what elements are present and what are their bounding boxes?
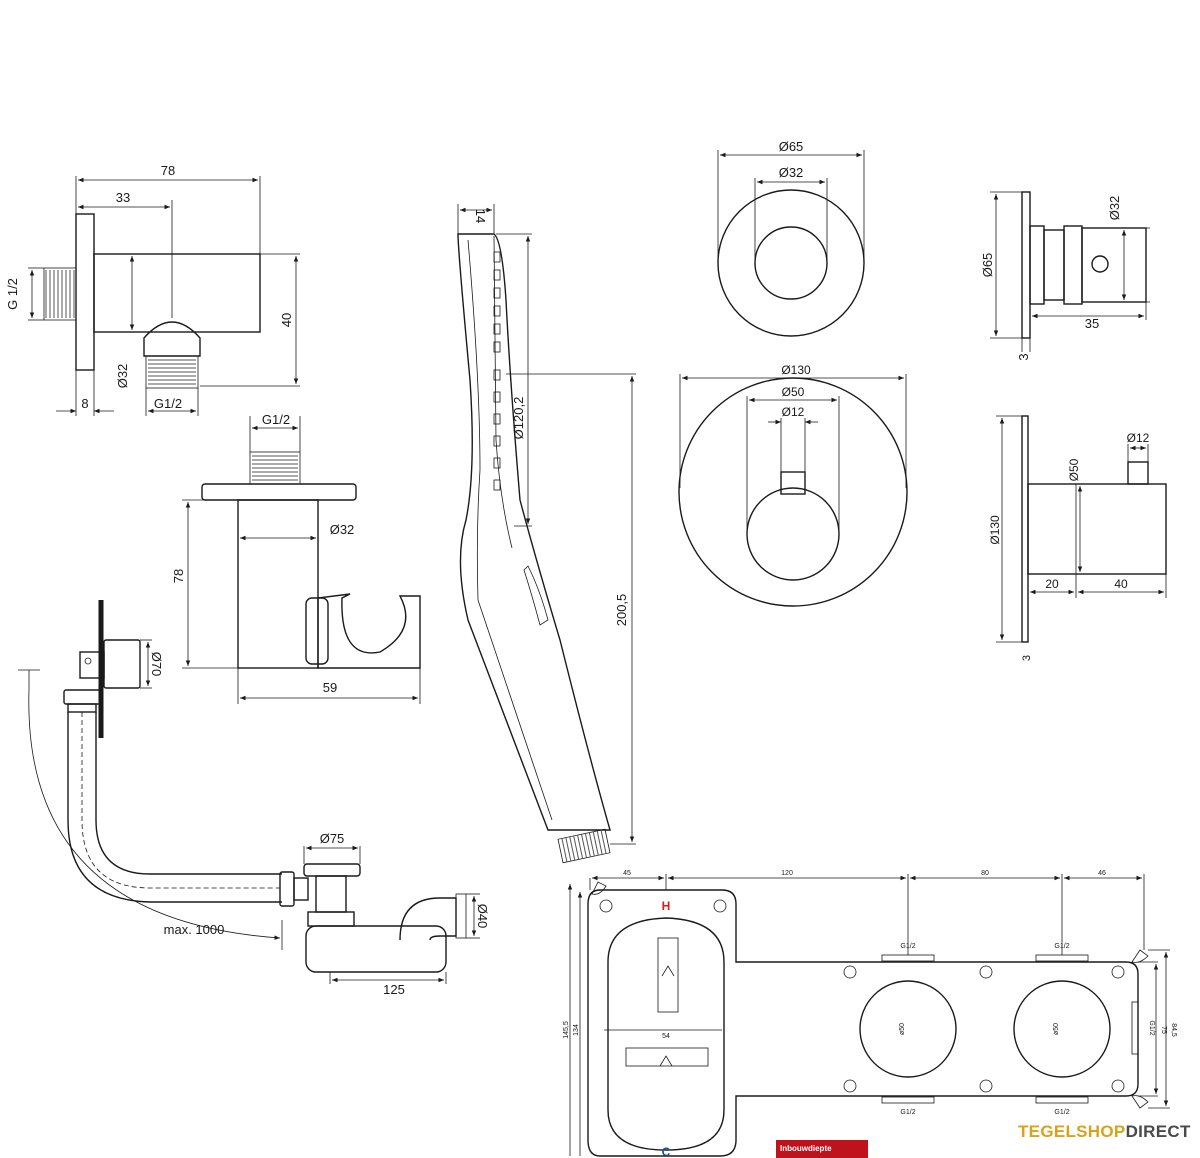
rosette-small-front: Ø65 Ø32 — [717, 139, 865, 337]
box-hot-label: H — [662, 899, 671, 913]
box-top-dim-3: 80 — [981, 870, 989, 877]
wc-thread-out-label: G1/2 — [154, 396, 182, 411]
rosette-large-side-plate-label: 3 — [1021, 655, 1033, 661]
shower-thread — [557, 828, 611, 864]
shower-tip-label: 14 — [473, 209, 488, 223]
rosette-large-side: Ø130 Ø50 Ø12 20 40 3 — [988, 415, 1167, 661]
rosette-small-side-plate-label: 3 — [1016, 353, 1031, 360]
wc-height-label: 40 — [279, 313, 294, 327]
rosette-large-front: Ø130 Ø50 Ø12 — [678, 363, 908, 607]
holder-drawing: G1/2 Ø32 78 59 — [171, 412, 421, 704]
rosette-large-side-a-label: 20 — [1045, 577, 1059, 591]
rosette-large-side-pin-label: Ø12 — [1127, 431, 1150, 445]
rosette-large-mid-label: Ø50 — [782, 385, 805, 399]
box-top-dim-4: 46 — [1098, 870, 1106, 877]
wc-offset-label: 33 — [116, 190, 130, 205]
hand-shower-drawing: 14 Ø120,2 200,5 — [457, 204, 636, 864]
box-h-outer-label: 145,5 — [563, 1021, 570, 1039]
box-top-dim-2: 120 — [781, 870, 793, 877]
box-top-dim-1: 45 — [623, 870, 631, 877]
shower-length-label: 200,5 — [614, 594, 629, 627]
holder-height-label: 78 — [171, 569, 186, 583]
box-h-inner-label: 134 — [573, 1024, 580, 1036]
brand-logo: TEGELSHOPDIRECT — [1018, 1122, 1191, 1142]
box-cold-label: C — [662, 1145, 671, 1158]
drain-max-label: max. 1000 — [164, 922, 225, 937]
install-depth-badge: Inbouwdiepte — [776, 1140, 868, 1158]
shower-head-dia-label: Ø120,2 — [511, 397, 526, 440]
drain-drawing: Ø70 max. 1000 Ø75 Ø40 125 — [18, 600, 490, 997]
wc-flange-label: 8 — [81, 396, 88, 411]
rosette-small-side-depth-label: 35 — [1085, 316, 1099, 331]
rosette-large-outer-label: Ø130 — [781, 363, 811, 377]
brand-part-1: TEGELSHOP — [1018, 1122, 1126, 1141]
holder-width-label: 59 — [323, 680, 337, 695]
box-inner-width-label: 54 — [662, 1033, 670, 1040]
rosette-large-side-outer-label: Ø130 — [988, 515, 1002, 545]
wc-dia-label: Ø32 — [115, 364, 130, 389]
box-g-side-label: G1/2 — [1148, 1020, 1155, 1035]
wc-width-label: 78 — [161, 163, 175, 178]
box-g-bot-2-label: G1/2 — [1054, 1109, 1069, 1116]
rosette-large-pin-label: Ø12 — [782, 405, 805, 419]
rosette-small-side-knob-label: Ø32 — [1107, 196, 1122, 221]
rosette-small-side: Ø65 Ø32 35 3 — [980, 191, 1150, 361]
box-d2-label: ø50 — [1053, 1023, 1060, 1035]
nozzle-marks — [493, 251, 501, 491]
rosette-small-outer-label: Ø65 — [779, 139, 804, 154]
brand-part-2: DIRECT — [1125, 1122, 1191, 1141]
rosette-large-side-b-label: 40 — [1114, 577, 1128, 591]
rosette-small-side-outer-label: Ø65 — [980, 253, 995, 278]
box-h-right-b-label: 75 — [1160, 1026, 1167, 1034]
thread-bottom — [148, 359, 196, 385]
box-g-bot-1-label: G1/2 — [900, 1109, 915, 1116]
wc-thread-in-label: G 1/2 — [5, 278, 20, 310]
drain-waste-label: Ø75 — [320, 831, 345, 846]
rosette-large-side-mid-label: Ø50 — [1067, 458, 1081, 481]
holder-dia-label: Ø32 — [330, 522, 355, 537]
drain-spout-label: Ø70 — [149, 652, 164, 677]
wall-connector-drawing: 78 33 40 G 1/2 Ø32 8 G1/2 — [5, 163, 300, 416]
box-h-right-a-label: 84,5 — [1170, 1023, 1177, 1037]
rosette-small-inner-label: Ø32 — [779, 165, 804, 180]
holder-thread-label: G1/2 — [262, 412, 290, 427]
box-d1-label: ø50 — [899, 1023, 906, 1035]
drain-len-label: 125 — [383, 982, 405, 997]
thread-left — [45, 270, 75, 318]
drain-trap-label: Ø40 — [475, 904, 490, 929]
concealed-box-drawing: 54 H C ø50 ø50 G1/2 G1/2 G1/2 G1/2 G1/2 — [563, 870, 1177, 1158]
